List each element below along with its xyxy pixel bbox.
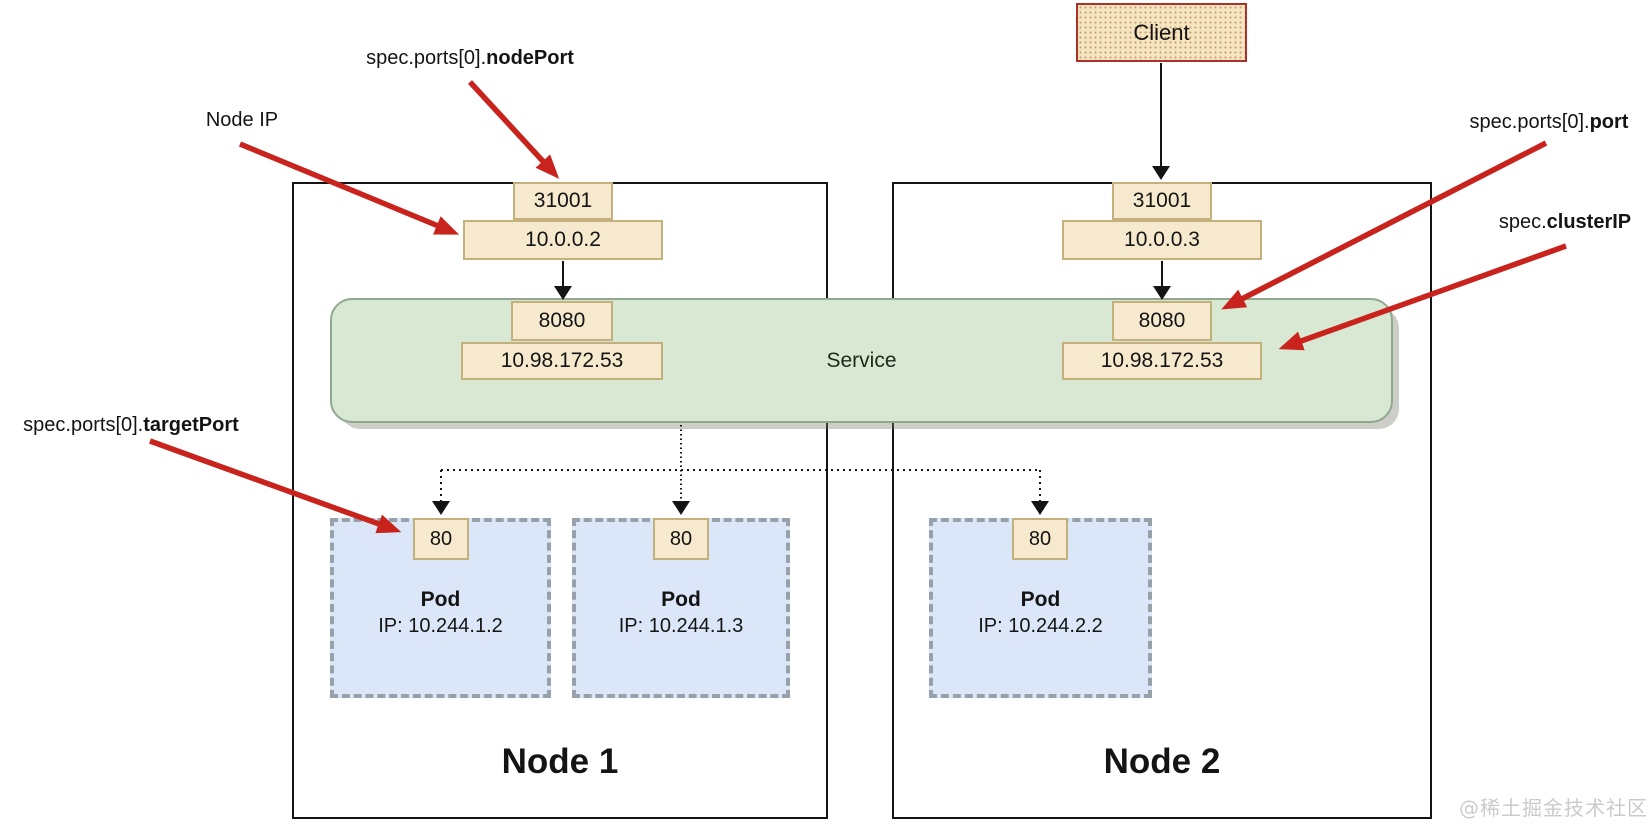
pod2-title: Pod <box>661 588 701 611</box>
pod2-ip: IP: 10.244.1.3 <box>618 615 744 637</box>
pod1-ip: IP: 10.244.1.2 <box>378 615 503 637</box>
annotation-clusterip-prefix: spec. <box>1498 211 1547 233</box>
node2-service-port-value: 8080 <box>1138 309 1186 332</box>
node1-clusterip-value: 10.98.172.53 <box>500 349 624 372</box>
pod2-targetport-box: 80 <box>653 518 709 560</box>
pod3-title: Pod <box>1020 588 1061 611</box>
node2-clusterip-box: 10.98.172.53 <box>1062 342 1262 380</box>
pod1-title: Pod <box>420 588 461 611</box>
annotation-clusterip-bold: clusterIP <box>1546 211 1632 233</box>
pod1-box: Pod IP: 10.244.1.2 <box>330 518 551 698</box>
annotation-nodeport-bold: nodePort <box>486 47 574 69</box>
node1-clusterip-box: 10.98.172.53 <box>461 342 663 380</box>
service-label: Service <box>826 349 897 372</box>
annotation-nodeport-prefix: spec.ports[0]. <box>366 47 487 69</box>
client-label: Client <box>1133 19 1190 45</box>
node1-label: Node 1 <box>501 742 619 781</box>
pod3-targetport-value: 80 <box>1028 527 1052 550</box>
node2-box <box>892 182 1432 819</box>
node1-box <box>292 182 828 819</box>
node2-ip-box: 10.0.0.3 <box>1062 220 1262 260</box>
watermark: @稀土掘金技术社区 <box>1459 796 1648 820</box>
node1-nodeport-value: 31001 <box>533 189 593 212</box>
node2-ip-value: 10.0.0.3 <box>1124 228 1200 251</box>
pod1-targetport-value: 80 <box>429 527 453 550</box>
client-box: Client <box>1076 3 1247 62</box>
node2-nodeport-value: 31001 <box>1132 189 1192 212</box>
pod1-targetport-box: 80 <box>413 518 469 560</box>
annotation-targetport-bold: targetPort <box>143 414 239 436</box>
pod3-targetport-box: 80 <box>1012 518 1068 560</box>
node1-nodeport-box: 31001 <box>513 182 613 220</box>
pod2-targetport-value: 80 <box>669 527 693 550</box>
node2-nodeport-box: 31001 <box>1112 182 1212 220</box>
annotation-node-ip-label: Node IP <box>205 109 279 131</box>
node1-ip-value: 10.0.0.2 <box>525 228 601 251</box>
annotation-port-bold: port <box>1589 111 1629 133</box>
annotation-targetport: spec.ports[0].targetPort <box>0 414 262 437</box>
annotation-clusterip: spec.clusterIP <box>1478 211 1652 234</box>
nodeport-annotation-arrow <box>467 80 560 179</box>
annotation-node-ip: Node IP <box>182 109 302 132</box>
node2-label: Node 2 <box>1103 742 1221 781</box>
node2-clusterip-value: 10.98.172.53 <box>1100 349 1224 372</box>
node1-ip-box: 10.0.0.2 <box>463 220 663 260</box>
annotation-port: spec.ports[0].port <box>1446 111 1652 134</box>
annotation-targetport-prefix: spec.ports[0]. <box>23 414 144 436</box>
annotation-port-prefix: spec.ports[0]. <box>1469 111 1590 133</box>
node2-service-port-box: 8080 <box>1112 301 1212 341</box>
node1-service-port-value: 8080 <box>538 309 586 332</box>
node1-service-port-box: 8080 <box>511 301 613 341</box>
pod3-ip: IP: 10.244.2.2 <box>978 615 1103 637</box>
annotation-nodeport: spec.ports[0].nodePort <box>335 47 605 70</box>
